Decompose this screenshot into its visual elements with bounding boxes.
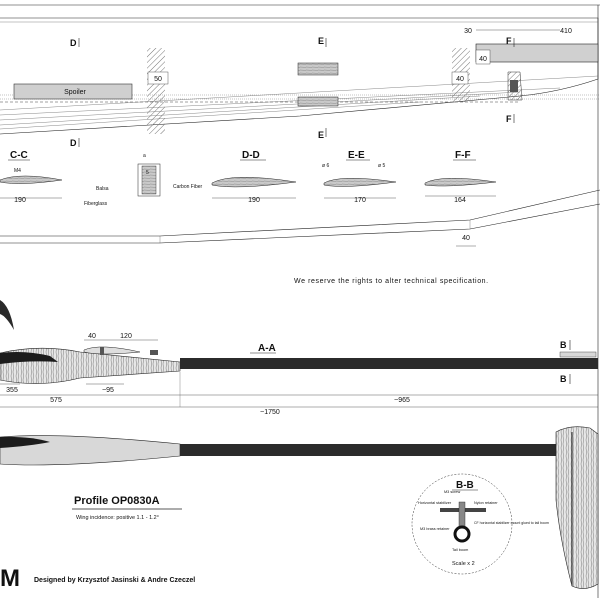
dim-cc-190: 190 xyxy=(14,197,26,204)
detail-bb-title: B-B xyxy=(456,480,474,491)
cross-sections: C-C M4 190 a 5 Balsa Fiberglass Carbon F… xyxy=(0,150,497,207)
dim-40-wing-pos: 40 xyxy=(88,333,96,340)
dim-1750: ~1750 xyxy=(260,409,280,416)
section-marker-d-bottom: D xyxy=(70,138,77,148)
section-ee-title: E-E xyxy=(348,150,365,161)
section-marker-f-bottom: F xyxy=(506,114,512,124)
rudder-tip xyxy=(0,300,14,330)
tail-boom-top xyxy=(180,444,556,456)
detail-bb: B-B M3 screw Horizontal stabilizer Nylon… xyxy=(411,473,549,575)
stab-mount xyxy=(559,351,597,358)
layup-label-5: 5 xyxy=(146,170,149,176)
section-marker-e-bottom: E xyxy=(318,130,324,140)
spoiler-label: Spoiler xyxy=(64,89,86,96)
section-ff-title: F-F xyxy=(455,150,471,161)
section-b-bottom: B xyxy=(560,374,567,384)
wing-joiner-block xyxy=(297,96,339,107)
dim-40: 40 xyxy=(456,76,464,83)
dim-ff-164: 164 xyxy=(454,197,466,204)
dim-965: ~965 xyxy=(394,397,410,404)
profile-title: Profile OP0830A xyxy=(74,495,160,507)
section-cc-title: C-C xyxy=(10,150,28,161)
dim-dd-190: 190 xyxy=(248,197,260,204)
dim-30: 30 xyxy=(464,28,472,35)
wing-root-profile xyxy=(83,346,141,355)
section-dd-title: D-D xyxy=(242,150,260,161)
dim-40-dihedral: 40 xyxy=(462,235,470,242)
profile-ee xyxy=(323,177,397,187)
layup-label-a: a xyxy=(143,153,146,159)
wing-side-view: 40 xyxy=(0,189,600,247)
nylon-retainer-label: Nylon retainer xyxy=(474,501,498,505)
wing-planform: 50 40 Spoiler 40 30 410 D D E E F F xyxy=(0,17,600,148)
section-marker-e-top: E xyxy=(318,36,324,46)
designer-credits: Designed by Krzysztof Jasinski & Andre C… xyxy=(34,577,195,584)
tail-boom-section xyxy=(453,525,471,543)
fiberglass-label: Fiberglass xyxy=(84,201,108,207)
dim-120-chord: 120 xyxy=(120,333,132,340)
profile-info: Profile OP0830A Wing incidence: positive… xyxy=(72,495,182,521)
ee-diameter-5: ø 5 xyxy=(378,163,385,169)
m4-label: M4 xyxy=(14,168,21,174)
aileron-panel xyxy=(475,43,599,63)
ee-diameter-6: ø 6 xyxy=(322,163,329,169)
profile-cc xyxy=(0,175,63,184)
dim-ee-170: 170 xyxy=(354,197,366,204)
profile-dd xyxy=(211,177,297,188)
profile-ff xyxy=(424,177,497,187)
cf-mount-label: CF horizontal stabilizer mount glued to … xyxy=(474,521,549,525)
dim-40: 40 xyxy=(479,56,487,63)
logo-fragment: M xyxy=(0,565,20,592)
tail-boom-label: Tail boom xyxy=(452,548,468,552)
section-marker-d-top: D xyxy=(70,38,77,48)
carbon-fiber-label: Carbon Fiber xyxy=(173,184,203,190)
m3-screw-label: M3 screw xyxy=(444,490,461,494)
specification-notice: We reserve the rights to alter technical… xyxy=(294,278,489,285)
section-marker-f-top: F xyxy=(506,36,512,46)
fuselage-top-view xyxy=(0,426,599,589)
spoiler-panel xyxy=(13,83,133,100)
section-aa-title: A-A xyxy=(258,343,276,354)
horiz-stab-label: Horizontal stabilizer xyxy=(418,501,452,505)
m3-brass-label: M3 brass retainer xyxy=(420,527,450,531)
dim-95: ~95 xyxy=(102,387,114,394)
rib-hatched-zone xyxy=(147,48,165,134)
tail-boom xyxy=(180,358,598,369)
vertical-stabilizer xyxy=(555,426,599,589)
section-b-top: B xyxy=(560,340,567,350)
detail-scale: Scale x 2 xyxy=(452,561,475,567)
wing-joiner-block xyxy=(297,62,339,76)
dim-410: 410 xyxy=(560,28,572,35)
dim-575: 575 xyxy=(50,397,62,404)
wing-incidence: Wing incidence: positive 1.1 - 1.2° xyxy=(76,515,159,521)
fuselage-side-view: A-A B B 40 120 355 575 ~95 ~965 ~1750 xyxy=(0,300,598,416)
balsa-label: Balsa xyxy=(96,186,109,192)
dim-50: 50 xyxy=(154,76,162,83)
dim-355: 355 xyxy=(6,387,18,394)
